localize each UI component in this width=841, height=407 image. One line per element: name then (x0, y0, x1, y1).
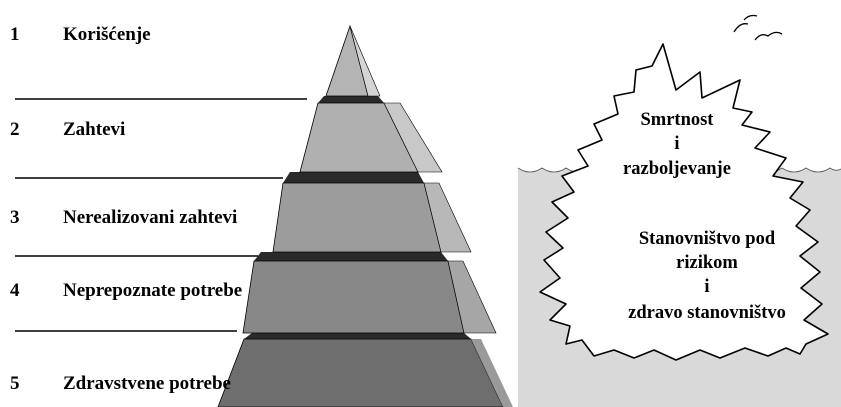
iceberg-bottom-line-1: Stanovništvo pod (639, 229, 776, 249)
level-number-1: 1 (10, 24, 20, 45)
pyramid-tier-4 (243, 252, 496, 333)
iceberg-bottom-line-2: rizikom (676, 253, 738, 273)
level-label-4: Neprepoznate potrebe (63, 280, 242, 301)
level-label-3: Nerealizovani zahtevi (63, 207, 237, 228)
pyramid-tier-3 (273, 172, 471, 252)
level-label-2: Zahtevi (63, 119, 125, 140)
level-label-5: Zdravstvene potrebe (63, 373, 231, 394)
iceberg-bottom-line-4: zdravo stanovništvo (628, 303, 786, 323)
iceberg-top-line-1: Smrtnost (641, 110, 715, 130)
bird-icon (734, 16, 757, 33)
pyramid-tier-2 (300, 96, 442, 172)
level-number-4: 4 (10, 280, 20, 301)
level-number-2: 2 (10, 119, 20, 140)
iceberg-diagram: Smrtnost i razboljevanje Stanovništvo po… (518, 16, 841, 407)
pyramid-diagram: 1 Korišćenje 2 Zahtevi 3 Nerealizovani z… (10, 24, 513, 407)
pyramid-tier-5 (218, 333, 513, 407)
level-label-1: Korišćenje (63, 24, 151, 45)
iceberg-top-line-2: i (674, 134, 679, 154)
level-number-3: 3 (10, 207, 20, 228)
iceberg-top-line-3: razboljevanje (623, 159, 731, 179)
level-number-5: 5 (10, 373, 20, 394)
bird-icon (755, 32, 782, 40)
pyramid-tier-1 (326, 26, 380, 96)
iceberg-bottom-line-3: i (704, 277, 709, 297)
